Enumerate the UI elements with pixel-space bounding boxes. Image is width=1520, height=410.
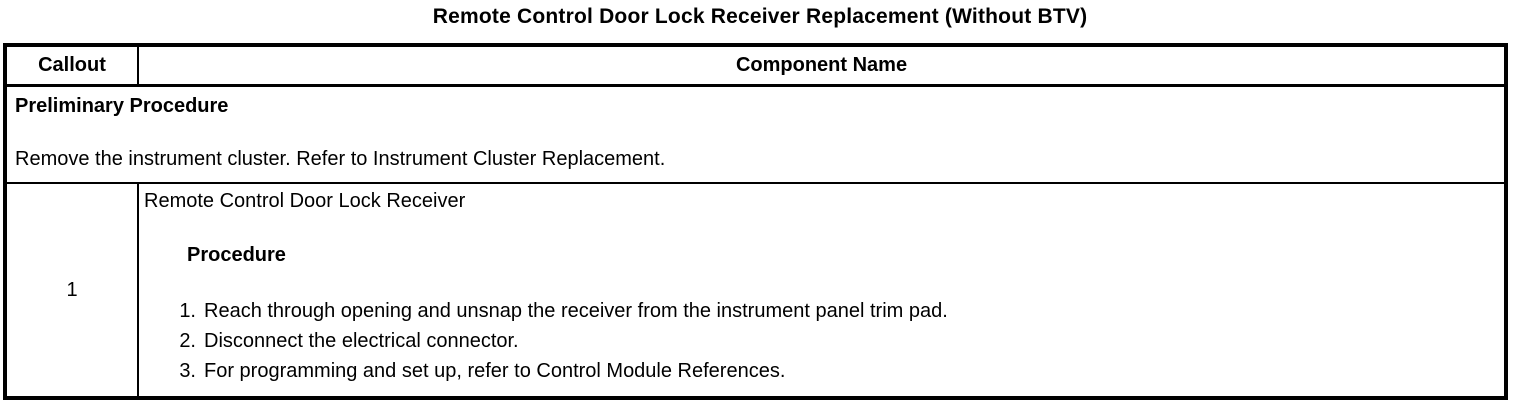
procedure-heading: Procedure bbox=[187, 244, 286, 266]
procedure-step: 1. Reach through opening and unsnap the … bbox=[144, 296, 1496, 326]
step-text: Disconnect the electrical connector. bbox=[204, 330, 519, 352]
table-row-component-cell: Remote Control Door Lock Receiver Proced… bbox=[139, 184, 1504, 396]
preliminary-procedure-heading: Preliminary Procedure bbox=[15, 95, 229, 117]
column-header-component-name: Component Name bbox=[139, 47, 1504, 87]
procedure-step: 3. For programming and set up, refer to … bbox=[144, 356, 1496, 386]
component-table: Callout Component Name Preliminary Proce… bbox=[3, 43, 1508, 400]
step-number: 3. bbox=[179, 360, 196, 382]
procedure-step: 2. Disconnect the electrical connector. bbox=[144, 326, 1496, 356]
step-text: Reach through opening and unsnap the rec… bbox=[204, 300, 948, 322]
procedure-steps-list: 1. Reach through opening and unsnap the … bbox=[144, 296, 1496, 386]
step-text: For programming and set up, refer to Con… bbox=[204, 360, 786, 382]
preliminary-procedure-row: Preliminary Procedure Remove the instrum… bbox=[7, 87, 1504, 184]
column-header-callout: Callout bbox=[7, 47, 139, 87]
table-row-callout-number: 1 bbox=[7, 184, 139, 396]
preliminary-procedure-text: Remove the instrument cluster. Refer to … bbox=[15, 148, 666, 170]
step-number: 1. bbox=[179, 300, 196, 322]
component-name-text: Remote Control Door Lock Receiver bbox=[144, 190, 466, 212]
step-number: 2. bbox=[179, 330, 196, 352]
page-title: Remote Control Door Lock Receiver Replac… bbox=[432, 5, 1088, 28]
